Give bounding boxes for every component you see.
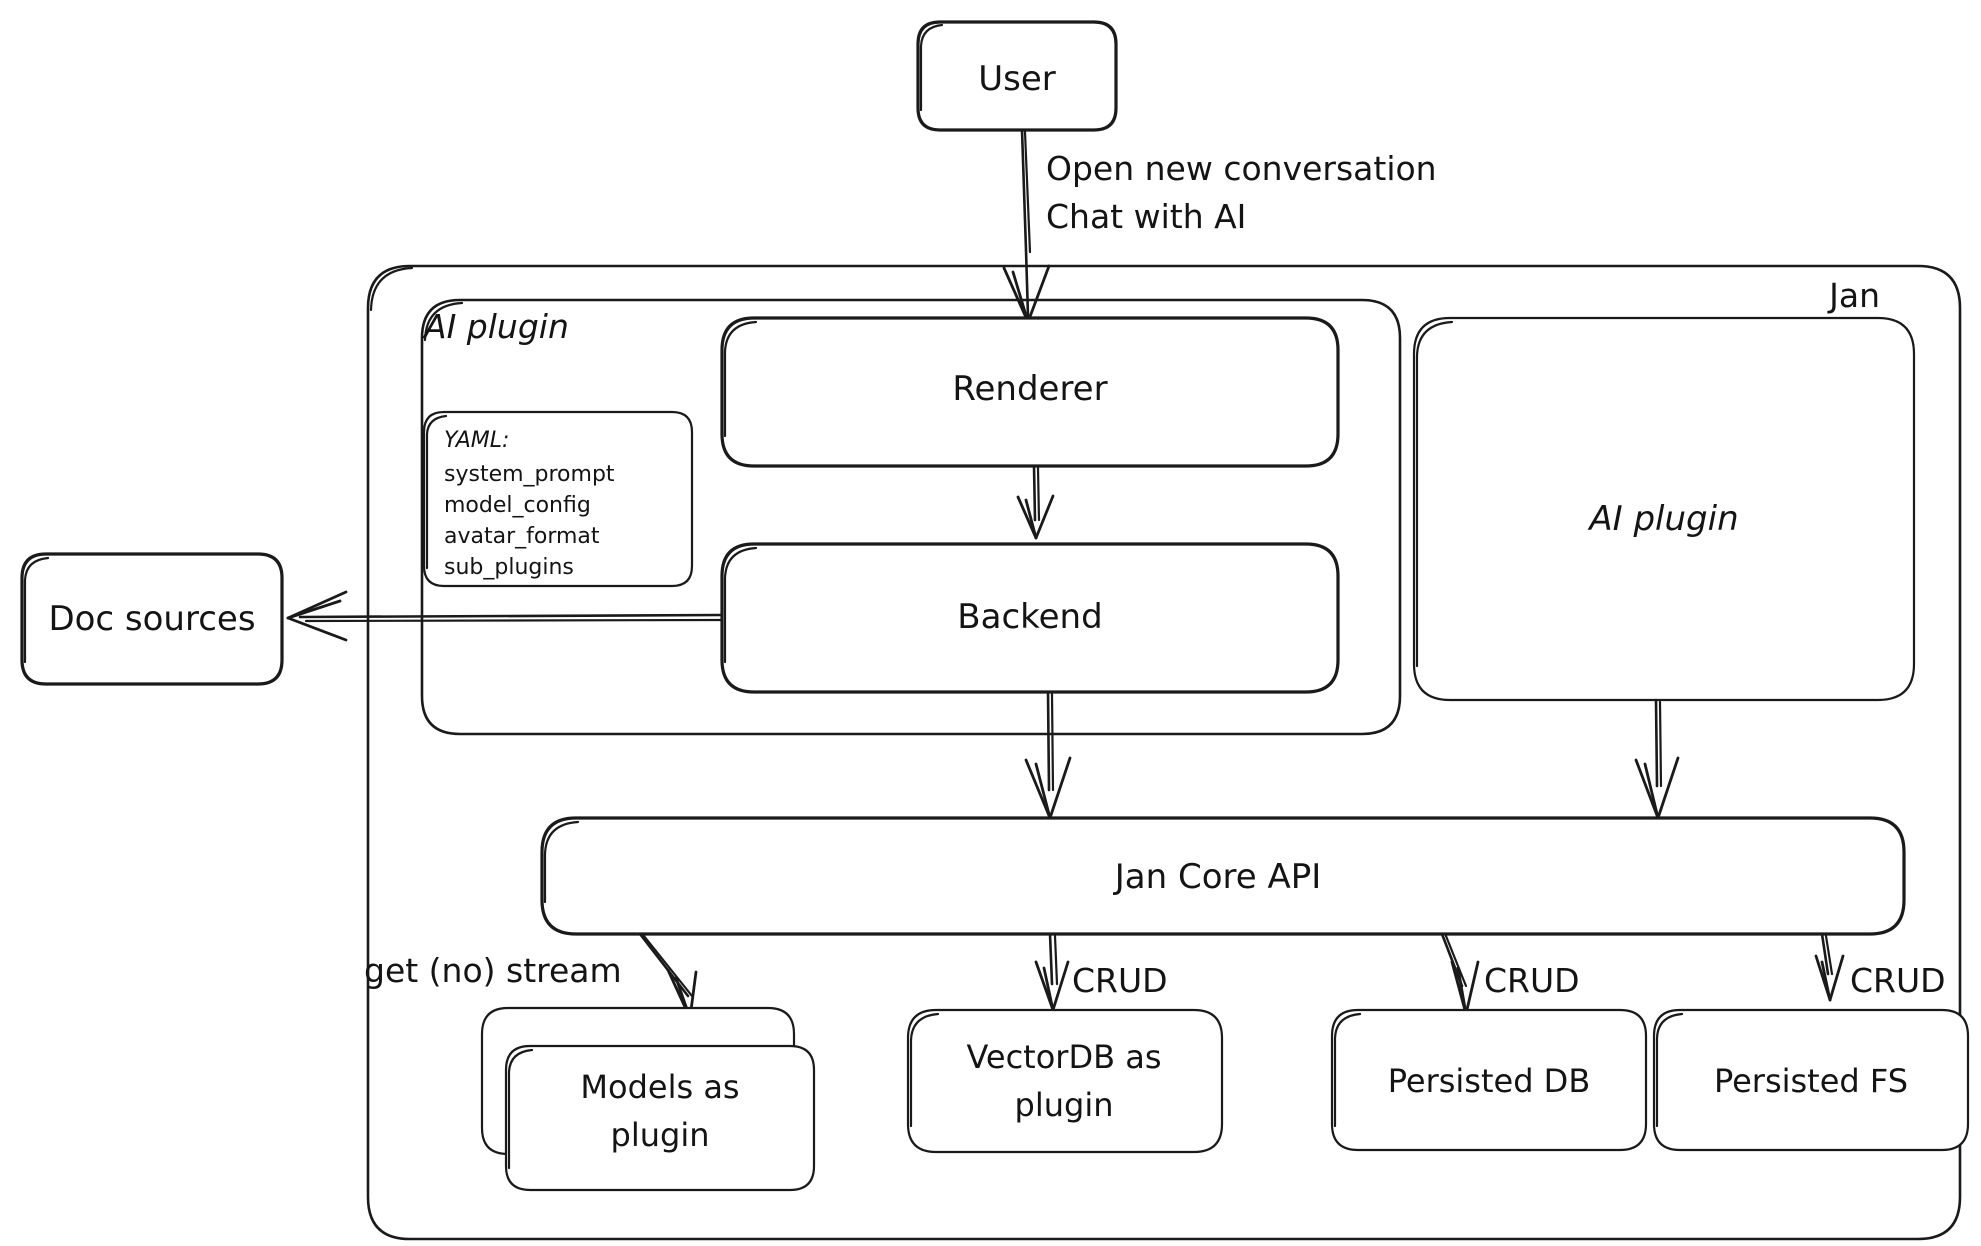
container-ai-plugin: AI plugin [420, 298, 1402, 736]
node-renderer[interactable]: Renderer [720, 316, 1340, 468]
node-yaml-config[interactable]: YAML: system_prompt model_config avatar_… [422, 410, 694, 588]
edge-backend-to-core [1024, 690, 1072, 820]
edge-label-open-new-conversation: Open new conversation [1046, 149, 1437, 188]
node-vectordb-as-plugin-label-line1: VectorDB as [966, 1038, 1161, 1076]
node-models-as-plugin-label-line1: Models as [580, 1068, 739, 1106]
node-vectordb-as-plugin[interactable]: VectorDB as plugin [906, 1008, 1224, 1154]
node-persisted-fs[interactable]: Persisted FS [1652, 1008, 1970, 1152]
node-renderer-label: Renderer [952, 369, 1107, 409]
edge-label-get-no-stream: get (no) stream [364, 951, 622, 990]
yaml-key-2: avatar_format [444, 524, 600, 549]
edge-user-to-renderer: Open new conversation Chat with AI [1002, 128, 1437, 324]
node-user[interactable]: User [916, 20, 1118, 132]
node-models-as-plugin[interactable]: Models as plugin [480, 1006, 816, 1192]
yaml-header: YAML: [444, 428, 509, 453]
edge-label-chat-with-ai: Chat with AI [1046, 197, 1246, 236]
node-persisted-fs-label: Persisted FS [1714, 1062, 1908, 1100]
edge-ai-plugin-to-core [1634, 698, 1680, 820]
node-backend-label: Backend [957, 597, 1102, 637]
edge-core-to-persisted-fs: CRUD [1814, 932, 1946, 1002]
container-jan: Jan [366, 264, 1962, 1241]
node-user-label: User [978, 59, 1056, 99]
node-models-as-plugin-label-line2: plugin [611, 1116, 710, 1154]
node-ai-plugin-right-label: AI plugin [1587, 499, 1738, 539]
yaml-key-0: system_prompt [444, 462, 615, 487]
edge-label-crud-persisted-fs: CRUD [1850, 961, 1946, 1000]
node-doc-sources-label: Doc sources [48, 599, 255, 639]
yaml-key-1: model_config [444, 493, 591, 518]
container-ai-plugin-label: AI plugin [422, 307, 569, 346]
container-jan-label: Jan [1827, 276, 1880, 315]
edge-renderer-to-backend [1016, 464, 1055, 540]
edge-core-to-vectordb: CRUD [1034, 932, 1168, 1012]
node-persisted-db[interactable]: Persisted DB [1330, 1008, 1648, 1152]
edge-core-to-models: get (no) stream [364, 932, 698, 1020]
node-doc-sources[interactable]: Doc sources [20, 552, 284, 686]
edge-core-to-persisted-db: CRUD [1440, 932, 1580, 1016]
node-jan-core-api-label: Jan Core API [1113, 857, 1322, 897]
edge-label-crud-persisted-db: CRUD [1484, 961, 1580, 1000]
node-jan-core-api[interactable]: Jan Core API [540, 816, 1906, 936]
node-vectordb-as-plugin-label-line2: plugin [1015, 1086, 1114, 1124]
node-persisted-db-label: Persisted DB [1388, 1062, 1591, 1100]
edge-label-crud-vectordb: CRUD [1072, 961, 1168, 1000]
edge-backend-to-doc-sources [286, 590, 724, 642]
node-backend[interactable]: Backend [720, 542, 1340, 694]
node-ai-plugin-right[interactable]: AI plugin [1412, 316, 1916, 702]
yaml-key-3: sub_plugins [444, 555, 574, 580]
